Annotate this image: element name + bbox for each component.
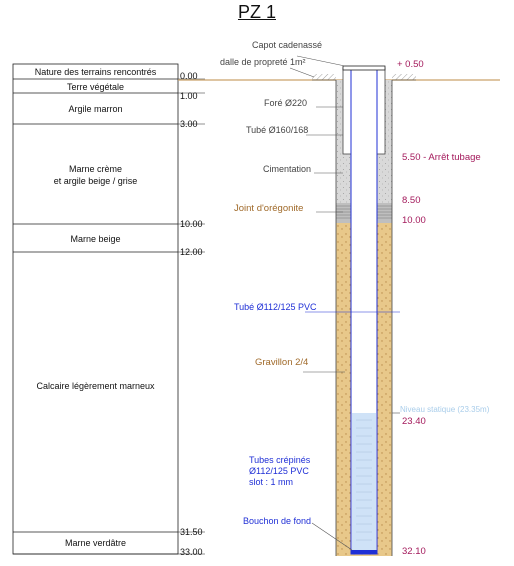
depth-label: 0.00 [180,71,198,81]
bottom-depth-label: 32.10 [402,546,426,557]
bottom-plug [351,550,377,554]
log-header: Nature des terrains rencontrés [34,67,157,77]
fore-label: Foré Ø220 [264,98,308,108]
crepines-label-1: Tubes crépinés [249,455,311,465]
depth-2340-label: 23.40 [402,416,426,427]
layer-marne-creme: Marne crème et argile beige / grise [53,164,138,186]
depth-label: 1.00 [180,91,198,101]
cimentation-label: Cimentation [263,164,312,174]
depth-850-label: 8.50 [402,195,421,206]
depth-label: 31.50 [180,527,203,537]
depth-label: 12.00 [180,247,203,257]
joint-label: Joint d'orégonite [234,203,304,214]
lithology-log [12,63,205,555]
water-column [352,413,376,554]
bouchon-label: Bouchon de fond [243,516,312,526]
pvc-label: Tubé Ø112/125 PVC [234,302,317,312]
arret-tubage-label: 5.50 - Arrêt tubage [402,152,481,163]
cap [342,65,386,71]
layer-terre-vegetale: Terre végétale [66,82,125,92]
crepines-label-2: Ø112/125 PVC [249,466,309,476]
tube-label: Tubé Ø160/168 [246,125,309,135]
depth-1000-label: 10.00 [402,215,426,226]
layer-calcaire: Calcaire légèrement marneux [36,381,155,391]
depth-label: 33.00 [180,547,203,557]
capot-label: Capot cadenassé [252,40,323,50]
crepines-label-3: slot : 1 mm [249,477,294,487]
layer-argile-marron: Argile marron [68,104,123,114]
layer-marne-beige: Marne beige [70,234,121,244]
depth-label: 10.00 [180,219,203,229]
niveau-statique-label: Niveau statique (23.35m) [400,405,490,414]
dalle-label: dalle de propreté 1m² [220,57,306,67]
top-elevation-label: + 0.50 [397,59,424,70]
depth-label: 3.00 [180,119,198,129]
layer-marne-verdatre: Marne verdâtre [64,538,127,548]
gravillon-label: Gravillon 2/4 [255,357,309,368]
page-title: PZ 1 [237,2,276,22]
